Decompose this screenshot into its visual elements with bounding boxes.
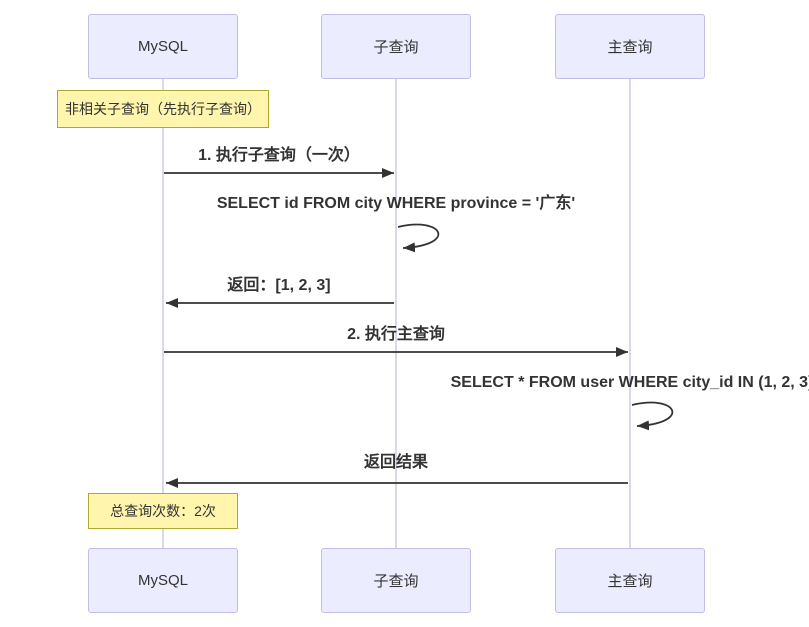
actor-mysql-top: MySQL: [88, 14, 238, 79]
actor-subquery-bottom: 子查询: [321, 548, 471, 613]
actor-mainquery-top: 主查询: [555, 14, 705, 79]
actor-mysql-top-label: MySQL: [137, 38, 188, 55]
actor-subquery-top-label: 子查询: [373, 39, 419, 56]
note-total-query-count: 总查询次数：2次: [88, 493, 238, 529]
actor-subquery-bottom-label: 子查询: [373, 573, 419, 590]
actor-mainquery-top-label: 主查询: [607, 39, 653, 56]
actor-mysql-bottom-label: MySQL: [137, 572, 188, 589]
message-label-return-result: 返回结果: [363, 454, 429, 471]
message-label-select-city: SELECT id FROM city WHERE province = '广东…: [216, 195, 576, 212]
actor-mysql-bottom: MySQL: [88, 548, 238, 613]
self-loop-mainquery-select: [631, 401, 674, 431]
message-label-exec-subquery: 1. 执行子查询（一次）: [198, 147, 360, 164]
note-total-query-count-text: 总查询次数：2次: [110, 503, 216, 519]
message-label-select-user: SELECT * FROM user WHERE city_id IN (1, …: [450, 374, 809, 391]
actor-mainquery-bottom: 主查询: [555, 548, 705, 613]
actor-mainquery-bottom-label: 主查询: [607, 573, 653, 590]
note-uncorrelated-subquery-text: 非相关子查询（先执行子查询）: [65, 101, 261, 117]
self-loop-subquery-select: [397, 223, 440, 253]
actor-subquery-top: 子查询: [321, 14, 471, 79]
message-label-exec-mainquery: 2. 执行主查询: [347, 326, 445, 343]
note-uncorrelated-subquery: 非相关子查询（先执行子查询）: [57, 90, 269, 128]
message-label-return-ids: 返回：[1, 2, 3]: [227, 277, 331, 294]
